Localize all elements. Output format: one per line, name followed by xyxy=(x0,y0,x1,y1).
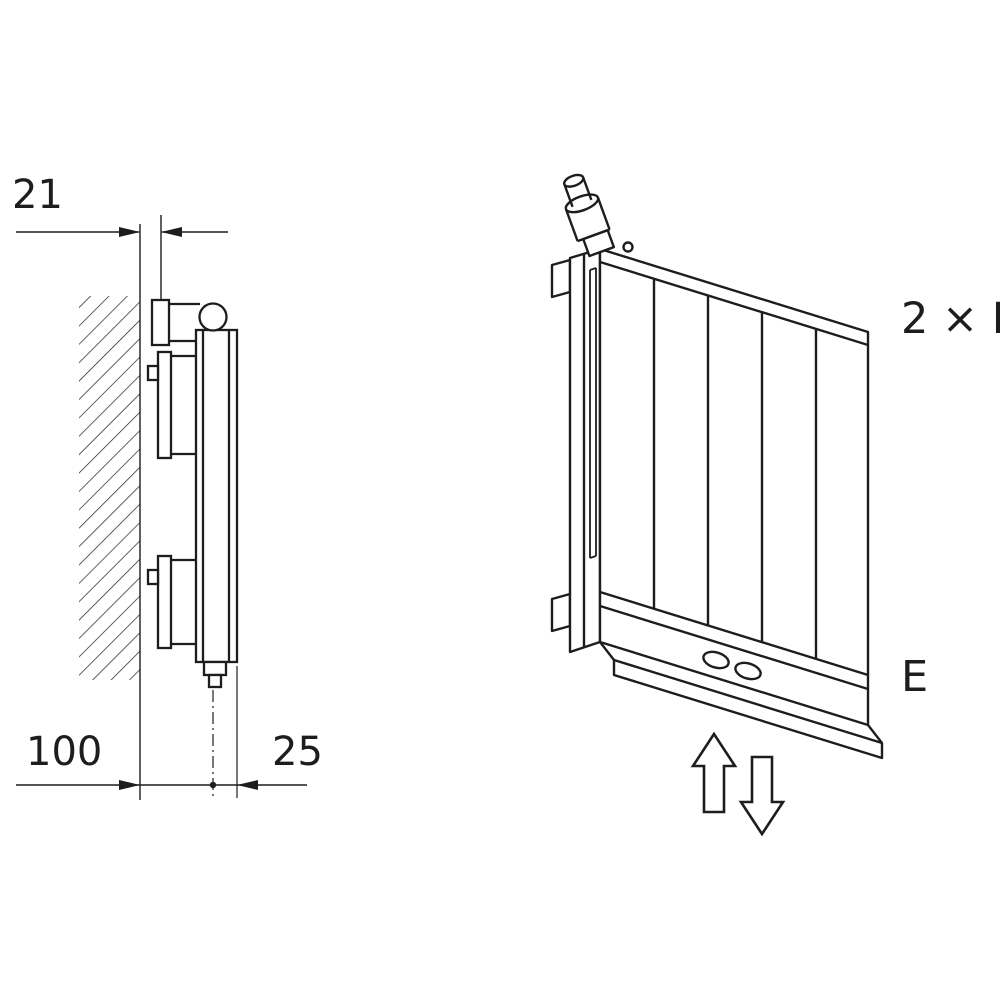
up-arrow-icon xyxy=(690,731,738,814)
top-bracket xyxy=(150,298,171,347)
side-view: 21 xyxy=(12,172,323,800)
iso-view: 2 × L E xyxy=(550,173,1000,837)
dimension-wall-offset: 21 xyxy=(12,172,228,237)
radiator-front-face xyxy=(598,247,870,727)
wall-hatch-region xyxy=(79,296,140,680)
dimension-bottom: 100 25 xyxy=(16,729,323,790)
arrowhead-right-icon xyxy=(119,780,140,790)
lower-wall-clip xyxy=(146,554,196,650)
connection-port xyxy=(734,661,762,681)
length-label: 2 × L xyxy=(901,294,1000,344)
bottom-header xyxy=(599,590,869,691)
radiator-side-profile xyxy=(146,298,239,689)
dimension-point xyxy=(209,781,217,789)
air-vent-circle xyxy=(622,241,634,253)
dim-pipe-to-front-label: 25 xyxy=(272,729,323,775)
bottom-stub xyxy=(202,660,228,677)
top-mounting-lug xyxy=(550,258,572,299)
bottom-plug xyxy=(207,673,223,689)
arrowhead-left-icon xyxy=(161,227,182,237)
down-arrow-icon xyxy=(738,755,786,837)
bottom-mounting-lug xyxy=(550,592,572,633)
valve-assembly xyxy=(562,173,616,258)
top-edge-inner-line xyxy=(599,260,869,347)
dim-wall-offset-label: 21 xyxy=(12,172,63,218)
connection-port xyxy=(702,650,730,670)
valve-cap xyxy=(562,173,585,188)
entry-label: E xyxy=(901,652,928,702)
left-end-face xyxy=(550,247,602,654)
base-lip xyxy=(599,641,884,760)
upper-wall-clip xyxy=(146,350,196,460)
arrowhead-left-icon xyxy=(237,780,258,790)
flow-direction-arrows xyxy=(690,731,786,837)
valve-cap-circle xyxy=(198,302,228,332)
dim-wall-to-pipe-label: 100 xyxy=(26,729,102,775)
arrowhead-right-icon xyxy=(119,227,140,237)
